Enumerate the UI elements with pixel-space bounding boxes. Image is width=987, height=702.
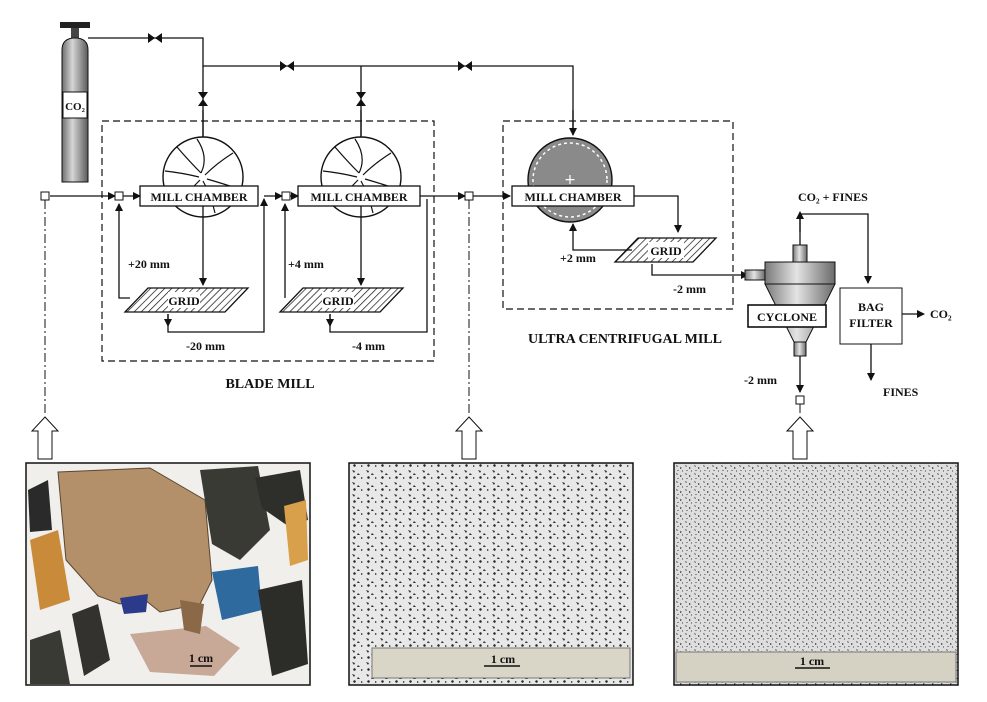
- grid-1-label: GRID: [168, 294, 200, 308]
- recycle-2-label: +4 mm: [288, 257, 324, 271]
- sample-point-icon: [114, 191, 124, 201]
- valve-icon: [198, 92, 208, 106]
- ruler: [675, 651, 957, 683]
- cyclone-bottom-output: -2 mm: [744, 373, 777, 387]
- ucm-boundary: [502, 120, 734, 310]
- cyclone-label: CYCLONE: [757, 310, 817, 324]
- up-arrow-icon: [30, 416, 60, 460]
- ucm-label: ULTRA CENTRIFUGAL MILL: [528, 332, 722, 347]
- up-arrow-icon: [454, 416, 484, 460]
- mill-chamber-2-label: MILL CHAMBER: [310, 190, 407, 204]
- pass-2-label: -4 mm: [352, 339, 385, 353]
- blade-mill-label: BLADE MILL: [225, 377, 314, 392]
- grid-1: GRID: [123, 287, 250, 313]
- grid-2: GRID: [278, 287, 405, 313]
- bag-filter-label-2: FILTER: [849, 316, 893, 330]
- valve-icon: [148, 33, 162, 43]
- ucm-pass-label: -2 mm: [673, 282, 706, 296]
- sample-point-icon: [40, 191, 50, 201]
- photo-blade-mill-product: 1 cm: [348, 462, 634, 686]
- photo-1-scale: 1 cm: [189, 651, 213, 665]
- svg-text:+: +: [564, 172, 576, 188]
- recycle-1-label: +20 mm: [128, 257, 170, 271]
- cyclone: CYCLONE: [744, 244, 836, 357]
- ruler: [371, 647, 631, 679]
- sample-point-icon: [281, 191, 291, 201]
- co2-label-box: [62, 91, 88, 119]
- co2-cylinder: CO₂: [60, 22, 90, 183]
- co2-piping: [88, 37, 574, 150]
- ucm-chamber-label: MILL CHAMBER: [524, 190, 621, 204]
- valve-icon: [280, 61, 294, 71]
- ucm-grid-label: GRID: [650, 244, 682, 258]
- pass-1-label: -20 mm: [186, 339, 225, 353]
- cyclone-label-box: [747, 304, 827, 328]
- cyclone-flows: [796, 211, 872, 393]
- hollow-arrows: [30, 416, 815, 460]
- ucm-grid: GRID: [613, 237, 718, 263]
- valves: [148, 33, 472, 106]
- bag-filter-solids-output: FINES: [883, 385, 919, 399]
- grid-2-label: GRID: [322, 294, 354, 308]
- photo-2-scale: 1 cm: [491, 652, 515, 666]
- sample-leaders: [44, 200, 801, 415]
- valve-icon: [356, 92, 366, 106]
- bag-filter-label-1: BAG: [858, 300, 884, 314]
- valve-icon: [458, 61, 472, 71]
- up-arrow-icon: [785, 416, 815, 460]
- photo-3-scale: 1 cm: [800, 654, 824, 668]
- sample-points: [40, 191, 805, 405]
- sample-point-icon: [464, 191, 474, 201]
- bag-filter: [839, 287, 903, 345]
- blade-mill-boundary: [101, 120, 435, 362]
- co2-label: CO₂: [65, 101, 86, 113]
- ucm-flows: [569, 195, 749, 279]
- cyclone-top-output: CO₂ + FINES: [798, 190, 868, 204]
- photo-final-product: 1 cm: [673, 462, 959, 686]
- blade-mill-flows: [50, 192, 511, 333]
- bag-filter-gas-output: CO₂: [930, 307, 952, 321]
- sample-point-icon: [795, 395, 805, 405]
- ucm-recycle-label: +2 mm: [560, 251, 596, 265]
- mill-chamber-1-label: MILL CHAMBER: [150, 190, 247, 204]
- ucm-rotor: +: [527, 137, 613, 223]
- photo-raw-scraps: 1 cm: [25, 462, 311, 686]
